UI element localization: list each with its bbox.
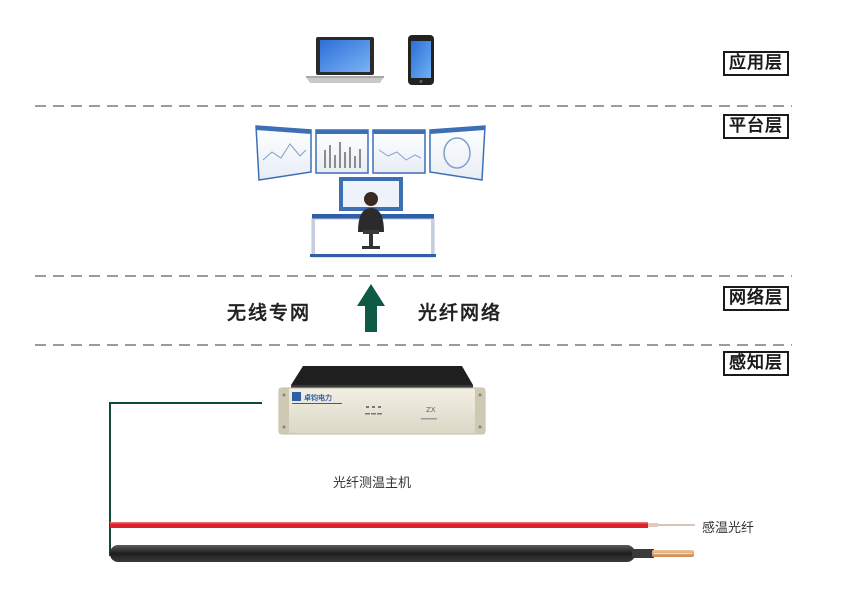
red-sensing-fiber bbox=[110, 522, 695, 528]
network-label-fiber: 光纤网络 bbox=[418, 302, 503, 324]
device-indicator-leds bbox=[365, 406, 382, 415]
smartphone-icon bbox=[408, 35, 434, 85]
device-brand: 卓钧电力 bbox=[304, 393, 332, 402]
panel-bar-chart bbox=[315, 129, 369, 174]
laptop-icon bbox=[306, 37, 384, 83]
device-model: ZX bbox=[426, 406, 436, 414]
panel-line-chart bbox=[255, 125, 312, 181]
layer-label-perception: 感知层 bbox=[723, 351, 789, 376]
black-cable bbox=[110, 545, 694, 562]
layer-separators bbox=[35, 105, 792, 346]
lead-wire bbox=[109, 402, 262, 556]
monitoring-panels bbox=[255, 125, 486, 181]
panel-curve-chart bbox=[372, 129, 426, 174]
operator-workstation bbox=[310, 177, 436, 258]
layer-label-application: 应用层 bbox=[723, 51, 789, 76]
network-label-wireless: 无线专网 bbox=[227, 302, 312, 324]
device-caption: 光纤测温主机 bbox=[333, 476, 412, 491]
layer-label-network: 网络层 bbox=[723, 286, 789, 311]
fiber-temperature-host: 卓钧电力 ZX bbox=[278, 366, 486, 435]
panel-circle-chart bbox=[429, 125, 486, 181]
device-logo-icon bbox=[292, 392, 301, 401]
operator-figure bbox=[358, 192, 384, 249]
fiber-caption: 感温光纤 bbox=[702, 521, 755, 536]
upward-arrow bbox=[357, 284, 385, 332]
layer-label-platform: 平台层 bbox=[723, 114, 789, 139]
